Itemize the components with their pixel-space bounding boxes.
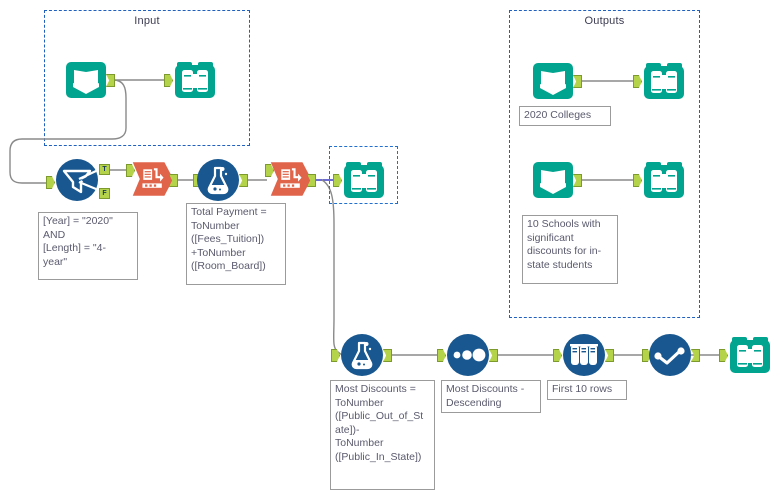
anchor-out-sample-1[interactable]: [605, 349, 614, 362]
anchor-in-select-1[interactable]: [126, 164, 135, 177]
book-icon: [533, 63, 573, 99]
tool-select-2[interactable]: [269, 157, 313, 201]
test-tubes-icon: [563, 334, 605, 376]
anchor-in-browse-1[interactable]: [164, 74, 173, 87]
anchor-filter-true[interactable]: T: [99, 164, 110, 175]
note-output-label-2: 10 Schools with significant discounts fo…: [522, 215, 618, 284]
anchor-in-filter-1[interactable]: [46, 176, 55, 189]
book-icon: [66, 62, 106, 98]
anchor-out-select-records[interactable]: [691, 349, 700, 362]
anchor-filter-false[interactable]: F: [99, 188, 110, 199]
flask-icon: [341, 334, 383, 376]
tool-input-data-3[interactable]: [531, 158, 575, 202]
note-sort: Most Discounts - Descending: [441, 380, 541, 413]
binoculars-icon: [175, 62, 215, 98]
tool-browse-4[interactable]: [329, 146, 398, 204]
tool-browse-1[interactable]: [173, 58, 217, 102]
checkline-icon: [649, 334, 691, 376]
binoculars-icon: [644, 63, 684, 99]
select-icon: [270, 162, 312, 196]
binoculars-icon: [344, 162, 384, 198]
tool-select-records[interactable]: [648, 333, 692, 377]
anchor-in-browse-2[interactable]: [633, 75, 642, 88]
input-container[interactable]: Input: [44, 10, 250, 146]
anchor-in-sort-1[interactable]: [437, 349, 446, 362]
tool-browse-3[interactable]: [642, 158, 686, 202]
anchor-out-formula-2[interactable]: [383, 349, 392, 362]
outputs-container-title: Outputs: [584, 15, 625, 27]
tool-browse-5[interactable]: [728, 333, 772, 377]
anchor-in-browse-3[interactable]: [633, 174, 642, 187]
anchor-in-sample-1[interactable]: [553, 349, 562, 362]
tool-input-data-1[interactable]: [64, 58, 108, 102]
input-container-title: Input: [134, 15, 160, 27]
note-filter-expression: [Year] = "2020" AND [Length] = "4- year": [38, 212, 138, 280]
sort-dots-icon: [447, 334, 489, 376]
anchor-in-formula-2[interactable]: [331, 349, 340, 362]
anchor-in-browse-4[interactable]: [333, 174, 342, 187]
flask-icon: [197, 159, 239, 201]
tool-browse-2[interactable]: [642, 59, 686, 103]
tool-select-1[interactable]: [131, 157, 175, 201]
anchor-in-browse-5[interactable]: [719, 349, 728, 362]
note-output-label-1: 2020 Colleges: [519, 106, 611, 126]
note-total-payment: Total Payment = ToNumber ([Fees_Tuition]…: [186, 203, 286, 285]
note-sample: First 10 rows: [547, 380, 627, 400]
note-most-discounts: Most Discounts = ToNumber ([Public_Out_o…: [330, 380, 435, 490]
tool-formula-1[interactable]: [196, 158, 240, 202]
tool-filter-1[interactable]: [55, 158, 99, 202]
tool-formula-2[interactable]: [340, 333, 384, 377]
anchor-out-sort-1[interactable]: [489, 349, 498, 362]
select-icon: [132, 162, 174, 196]
tool-sample-1[interactable]: [562, 333, 606, 377]
outputs-container[interactable]: Outputs: [509, 10, 700, 318]
wire-select2-formula2: [321, 179, 343, 356]
binoculars-icon: [730, 337, 770, 373]
anchor-in-select-2[interactable]: [265, 164, 274, 177]
tool-input-data-2[interactable]: [531, 59, 575, 103]
book-icon: [533, 162, 573, 198]
binoculars-icon: [644, 162, 684, 198]
anchor-out-formula-1[interactable]: [239, 174, 248, 187]
funnel-icon: [56, 159, 98, 201]
tool-sort-1[interactable]: [446, 333, 490, 377]
